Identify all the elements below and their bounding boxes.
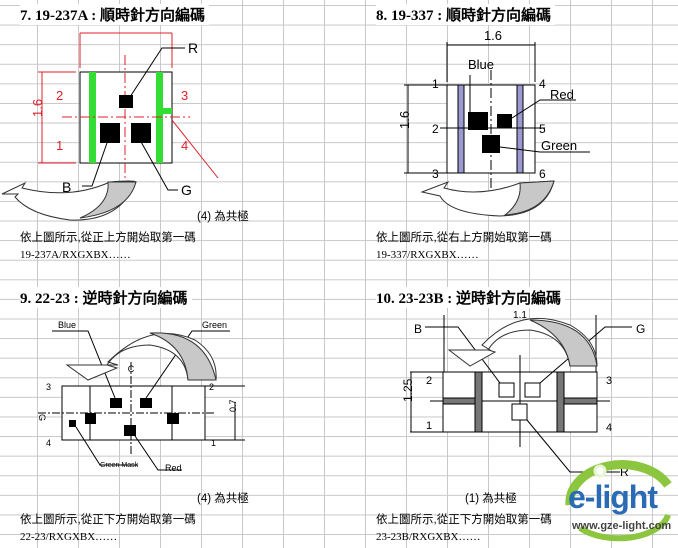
svg-text:B: B xyxy=(414,322,422,336)
svg-text:1.6: 1.6 xyxy=(484,28,502,43)
section-title-19-237a: 7. 19-237A : 順時針方向編碼 xyxy=(20,4,209,25)
instruction-text: 依上圖所示,從正上方開始取第一碼 xyxy=(20,232,196,244)
section-title-22-23: 9. 22-23 : 逆時針方向編碼 xyxy=(20,287,192,308)
svg-text:1: 1 xyxy=(211,438,216,448)
svg-text:1.25: 1.25 xyxy=(401,378,415,402)
svg-text:3: 3 xyxy=(606,375,612,387)
section-title-23-23b: 10. 23-23B : 逆時針方向編碼 xyxy=(376,287,565,308)
common-pole-note: (4) 為共極 xyxy=(197,493,249,505)
instruction-text: 依上圖所示,從右上方開始取第一碼 xyxy=(376,232,552,244)
svg-text:2: 2 xyxy=(209,382,214,392)
svg-text:C: C xyxy=(128,364,135,374)
svg-text:3: 3 xyxy=(181,88,188,103)
code-sequence: 22-23/RXGXBX…… xyxy=(20,531,118,543)
svg-text:Green: Green xyxy=(541,138,577,153)
diagram-23-23b: B G 1.25 2 1 3 4 R 1.1 xyxy=(401,310,645,479)
svg-text:Green Mask: Green Mask xyxy=(100,462,139,469)
svg-text:Blue: Blue xyxy=(58,320,76,330)
code-sequence: 19-237A/RXGXBX…… xyxy=(20,249,131,261)
svg-text:G: G xyxy=(181,182,192,198)
svg-text:1: 1 xyxy=(432,77,439,91)
svg-text:4: 4 xyxy=(539,77,546,91)
red-chip xyxy=(119,95,133,108)
svg-text:B: B xyxy=(62,179,71,195)
common-pole-note: (4) 為共極 xyxy=(197,211,249,223)
svg-text:5: 5 xyxy=(539,122,546,136)
diagram-22-23: Blue Green Green Mask Red C G 0.7 3 4 2 … xyxy=(37,320,245,473)
e-light-logo xyxy=(565,460,672,542)
svg-text:3: 3 xyxy=(432,167,439,181)
svg-text:1.6: 1.6 xyxy=(397,111,412,129)
svg-text:Green: Green xyxy=(202,320,227,330)
svg-text:4: 4 xyxy=(606,422,612,434)
svg-text:1.1: 1.1 xyxy=(513,310,527,321)
diagram-19-237a: R B G 1.6 2 1 3 4 xyxy=(1,32,219,221)
svg-text:R: R xyxy=(188,40,198,56)
svg-text:G: G xyxy=(37,414,47,421)
svg-text:Red: Red xyxy=(550,87,574,102)
svg-text:R: R xyxy=(620,465,629,479)
code-sequence: 19-337/RXGXBX…… xyxy=(376,249,479,261)
blue-chip xyxy=(100,123,120,143)
svg-text:1: 1 xyxy=(56,138,63,153)
section-title-19-337: 8. 19-337 : 順時針方向編碼 xyxy=(376,4,555,25)
common-pole-note: (1) 為共極 xyxy=(465,493,517,505)
svg-text:0.7: 0.7 xyxy=(228,399,238,412)
svg-text:6: 6 xyxy=(539,167,546,181)
svg-text:4: 4 xyxy=(46,438,51,448)
svg-text:Blue: Blue xyxy=(468,57,494,72)
green-chip xyxy=(131,123,151,143)
code-sequence: 23-23B/RXGXBX…… xyxy=(376,531,481,543)
svg-text:G: G xyxy=(636,322,645,336)
svg-text:Red: Red xyxy=(165,463,182,473)
svg-text:4: 4 xyxy=(181,138,188,153)
logo-text: e-light xyxy=(568,479,658,515)
instruction-text: 依上圖所示,從正下方開始取第一碼 xyxy=(20,514,196,526)
instruction-text: 依上圖所示,從正下方開始取第一碼 xyxy=(376,514,552,526)
svg-text:2: 2 xyxy=(426,375,432,387)
svg-text:2: 2 xyxy=(432,122,439,136)
svg-text:1.6: 1.6 xyxy=(30,99,45,117)
svg-text:2: 2 xyxy=(56,88,63,103)
diagram-19-337: 1.6 1.6 Blue Red Green 1 2 3 4 5 6 xyxy=(397,28,590,217)
logo-url: www.gze-light.com xyxy=(572,520,672,532)
svg-text:1: 1 xyxy=(426,420,432,432)
svg-text:3: 3 xyxy=(46,382,51,392)
